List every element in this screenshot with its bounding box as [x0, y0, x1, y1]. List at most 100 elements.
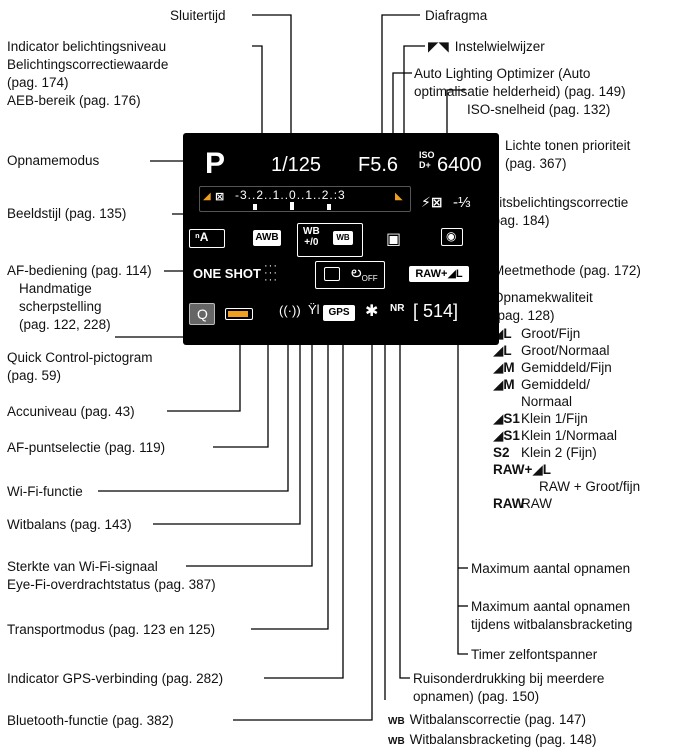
label-opnamekwaliteit-2: (pag. 128)	[493, 308, 555, 323]
battery-icon	[225, 308, 253, 320]
flash-comp-icon: ⚡⊠	[421, 194, 443, 210]
battery-level	[228, 311, 248, 317]
label-wifi: Wi-Fi-functie	[7, 484, 83, 499]
label-af-4: (pag. 122, 228)	[19, 317, 111, 332]
dial-pointer-right-icon: ◣	[395, 191, 403, 202]
label-indicator-1: Indicator belichtingsniveau	[7, 39, 167, 54]
quality-icon: ◢M	[493, 360, 515, 375]
metering-icon	[441, 228, 463, 246]
label-af-1: AF-bediening (pag. 114)	[7, 263, 152, 278]
label-max1: Maximum aantal opnamen	[471, 561, 631, 576]
label-af-2: Handmatige	[19, 281, 92, 296]
gps-indicator: GPS	[323, 305, 355, 321]
quality-text: RAW	[521, 496, 552, 511]
quality-list-item: RAWRAW	[493, 495, 640, 512]
label-diafragma: Diafragma	[425, 8, 488, 23]
bluetooth-icon: ✱	[365, 303, 379, 320]
label-ruis-2: opnamen) (pag. 150)	[413, 689, 540, 704]
wb-bracket-screen-icon: WB	[333, 231, 353, 245]
label-ruis-1: Ruisonderdrukking bij meerdere	[413, 671, 605, 686]
af-point-selection-icon: ·········	[264, 260, 278, 286]
label-af-3: scherpstelling	[19, 299, 102, 314]
label-lichte-1: Lichte tonen prioriteit	[505, 138, 631, 153]
label-alo-1: Auto Lighting Optimizer (Auto	[414, 66, 591, 81]
label-alo-2: optimalisatie helderheid) (pag. 149)	[414, 84, 626, 99]
label-sterkte-1: Sterkte van Wi-Fi-signaal	[7, 559, 158, 574]
self-timer-icon: లOFF	[351, 264, 378, 283]
quality-list-item: RAW+◢L	[493, 461, 640, 478]
quality-icon: ◢S1	[493, 411, 520, 426]
label-max2-2: tijdens witbalansbracketing	[471, 617, 633, 632]
flash-comp-value: -⅓	[453, 194, 471, 211]
exposure-scale-box	[199, 186, 411, 212]
quick-control-label: Q	[197, 306, 208, 322]
label-instelwielwijzer: ◤◥Instelwielwijzer	[428, 39, 545, 54]
label-indicator-4: AEB-bereik (pag. 176)	[7, 93, 141, 108]
quality-icon: ◢L	[493, 343, 512, 358]
exposure-level-mark	[290, 202, 294, 210]
exposure-comp-icon: ⊠	[215, 191, 225, 203]
shooting-mode: P	[205, 147, 226, 180]
dial-icon: ◤◥	[428, 39, 449, 54]
label-transport: Transportmodus (pag. 123 en 125)	[7, 622, 216, 637]
iso-value: 6400	[437, 154, 482, 176]
label-witbalans: Witbalans (pag. 143)	[7, 517, 132, 532]
quick-control-button[interactable]	[189, 303, 215, 325]
wb-shift-icon: WB	[388, 716, 405, 727]
quality-text: Normaal	[521, 394, 573, 409]
wb-adjust-box	[297, 223, 363, 257]
label-sluitertijd: Sluitertijd	[170, 8, 226, 23]
quality-list-item: ◢S1Klein 1/Fijn	[493, 410, 640, 427]
label-afpunt: AF-puntselectie (pag. 119)	[7, 440, 166, 455]
label-bluetooth: Bluetooth-functie (pag. 382)	[7, 713, 174, 728]
white-balance-icon: AWB	[253, 230, 281, 246]
label-timer: Timer zelfontspanner	[471, 647, 598, 662]
label-indicator-3: (pag. 174)	[7, 75, 69, 90]
quality-icon: ◢S1	[493, 428, 520, 443]
exposure-scale: -3..2..1..0..1..2.:3	[235, 188, 346, 202]
quality-list-item: Normaal	[493, 393, 640, 410]
label-lichte-2: (pag. 367)	[505, 156, 567, 171]
quality-icon: RAW+◢L	[493, 462, 552, 477]
label-quick-2: (pag. 59)	[7, 368, 62, 383]
image-quality: RAW+◢L	[409, 266, 469, 282]
label-gps: Indicator GPS-verbinding (pag. 282)	[7, 671, 224, 686]
quality-text: Groot/Fijn	[521, 326, 581, 341]
quality-text: RAW + Groot/fijn	[539, 479, 641, 494]
aperture-value: F5.6	[358, 154, 399, 176]
label-quick-1: Quick Control-pictogram	[7, 350, 153, 365]
quality-text: Klein 1/Normaal	[521, 428, 618, 443]
multi-shot-nr-icon: NR	[390, 303, 405, 314]
label-accu: Accuniveau (pag. 43)	[7, 404, 135, 419]
label-flits-2: (pag. 184)	[488, 213, 550, 228]
aeb-mark-right	[327, 204, 331, 210]
quality-text: Gemiddeld/	[521, 377, 591, 392]
wb-shift-screen-icon: WB+/0	[303, 226, 320, 248]
wifi-icon: ((·))	[279, 303, 301, 318]
dial-pointer-icon: ◢	[203, 191, 211, 202]
label-opnamekwaliteit-1: Opnamekwaliteit	[493, 290, 593, 305]
quality-list-item: ◢L Groot/Normaal	[493, 342, 640, 359]
label-beeldstijl: Beeldstijl (pag. 135)	[7, 206, 127, 221]
drive-timer-box	[315, 261, 385, 289]
quality-list-item: RAW + Groot/fijn	[493, 478, 640, 495]
picture-style-box	[189, 229, 225, 248]
label-indicator-2: Belichtingscorrectiewaarde	[7, 57, 169, 72]
quality-text: Groot/Normaal	[521, 343, 610, 358]
alo-icon: ▣	[386, 231, 402, 248]
label-max2-1: Maximum aantal opnamen	[471, 599, 631, 614]
quality-text: Klein 2 (Fijn)	[521, 445, 597, 460]
shutter-speed: 1/125	[271, 154, 322, 176]
shots-remaining: [ 514]	[413, 301, 459, 321]
label-flits-1: Flitsbelichtingscorrectie	[488, 195, 629, 210]
metering-dot: ◉	[446, 229, 457, 243]
